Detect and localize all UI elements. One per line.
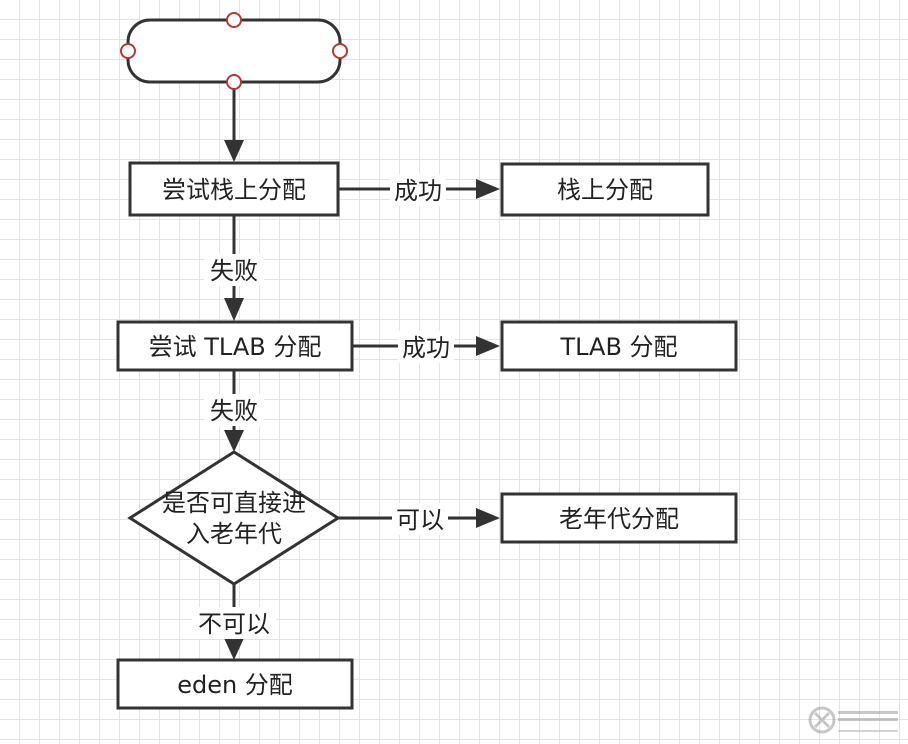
old-gen-alloc-label: 老年代分配 bbox=[559, 505, 679, 533]
eden-alloc-box[interactable] bbox=[116, 658, 354, 710]
try-tlab-box[interactable] bbox=[116, 320, 354, 372]
old-gen-alloc-box[interactable] bbox=[500, 492, 738, 544]
resize-handle-top[interactable] bbox=[226, 12, 242, 28]
decision-label-line1: 是否可直接进 bbox=[162, 489, 306, 517]
watermark-mark-slash-icon bbox=[813, 711, 831, 729]
stack-fail-label-bg bbox=[204, 254, 264, 286]
stack-alloc-label: 栈上分配 bbox=[557, 176, 653, 204]
tlab-fail-label-bg bbox=[204, 394, 264, 426]
edge-label-decision-yes: 可以 bbox=[396, 506, 444, 534]
tlab-success-label-bg bbox=[398, 331, 454, 363]
try-stack-label: 尝试栈上分配 bbox=[162, 176, 306, 204]
decision-diamond[interactable] bbox=[127, 450, 341, 586]
edge-tlab-fail-arrowhead bbox=[224, 430, 244, 452]
try-tlab-label: 尝试 TLAB 分配 bbox=[149, 333, 322, 361]
edge-decision-yes-arrowhead bbox=[476, 508, 500, 528]
resize-handle-left[interactable] bbox=[120, 43, 136, 59]
stack-alloc-box[interactable] bbox=[500, 162, 710, 217]
edge-label-stack-success: 成功 bbox=[394, 177, 442, 205]
decision-yes-label-bg bbox=[392, 503, 448, 535]
decision-no-label-bg bbox=[192, 607, 276, 639]
edge-stack-success-arrowhead bbox=[476, 179, 500, 199]
resize-handle-right[interactable] bbox=[332, 43, 348, 59]
edge-label-tlab-success: 成功 bbox=[402, 334, 450, 362]
edge-label-stack-fail: 失败 bbox=[210, 257, 258, 285]
tlab-alloc-box[interactable] bbox=[500, 320, 738, 372]
try-stack-box[interactable] bbox=[128, 161, 340, 217]
tlab-alloc-label: TLAB 分配 bbox=[559, 333, 677, 361]
eden-alloc-label: eden 分配 bbox=[177, 671, 293, 699]
resize-handle-bottom[interactable] bbox=[226, 74, 242, 90]
decision-label-line2: 入老年代 bbox=[186, 520, 282, 548]
edge-label-tlab-fail: 失败 bbox=[210, 397, 258, 425]
watermark-mark-icon bbox=[808, 706, 836, 734]
edge-tlab-success-arrowhead bbox=[476, 336, 500, 356]
edge-decision-no-arrowhead bbox=[224, 638, 244, 660]
edge-try-stack-fail-arrowhead bbox=[224, 298, 244, 321]
edge-start-arrowhead bbox=[224, 140, 244, 162]
start-terminal[interactable] bbox=[126, 18, 342, 84]
edge-label-decision-no: 不可以 bbox=[198, 610, 270, 638]
stack-success-label-bg bbox=[390, 174, 446, 206]
watermark-logo bbox=[808, 706, 898, 734]
